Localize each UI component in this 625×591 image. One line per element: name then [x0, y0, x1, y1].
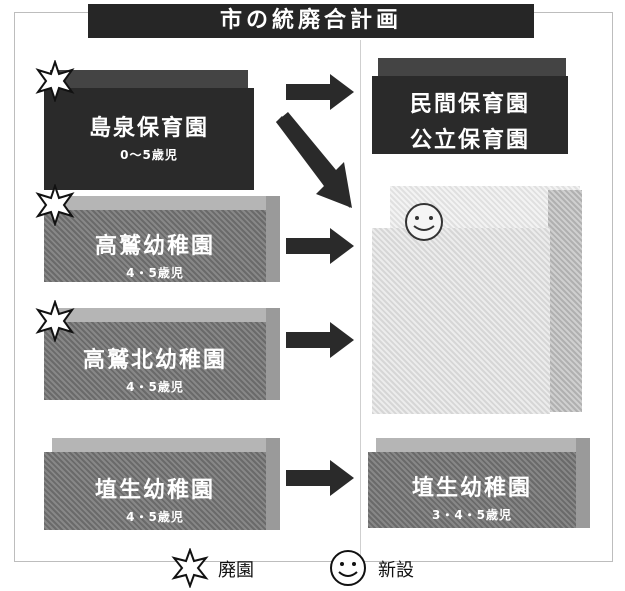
box-side-face	[576, 438, 590, 528]
takawashi-kindergarten-box: 高鷲幼稚園 4・5歳児	[44, 210, 266, 282]
shimaizumi-ages: 0～5歳児	[120, 148, 178, 162]
box-side-face	[266, 308, 280, 400]
right-arrow-icon	[286, 460, 354, 496]
right-arrow-icon	[286, 228, 354, 264]
right-arrow-icon	[286, 322, 354, 358]
box-top-face	[52, 438, 266, 454]
hanyu-new-kindergarten-box: 埴生幼稚園 3・4・5歳児	[368, 452, 576, 528]
public-nursery-label: 公立保育園	[409, 128, 530, 153]
cube-side-face	[548, 190, 582, 412]
takawashi-name: 高鷲幼稚園	[94, 234, 215, 259]
box-top-face	[378, 58, 566, 78]
closure-star-icon	[35, 184, 75, 226]
takawashi-ages: 4・5歳児	[126, 266, 184, 280]
legend-closed-label: 廃園	[218, 560, 254, 581]
diagram-title: 市の統廃合計画	[88, 4, 534, 38]
legend-new-label: 新設	[378, 560, 414, 581]
center-divider	[360, 40, 361, 555]
new-facility-cube	[372, 228, 550, 414]
smiley-icon	[330, 550, 366, 586]
hanyu-new-ages: 3・4・5歳児	[431, 508, 513, 522]
box-top-face	[52, 196, 266, 212]
right-arrow-icon	[286, 74, 354, 110]
hanyu-kindergarten-box: 埴生幼稚園 4・5歳児	[44, 452, 266, 530]
box-top-face	[50, 70, 248, 90]
hanyu-ages: 4・5歳児	[126, 510, 184, 524]
shimaizumi-name: 島泉保育園	[88, 116, 209, 141]
legend: 廃園 新設	[150, 548, 480, 588]
box-side-face	[266, 196, 280, 282]
closure-star-icon	[35, 300, 75, 342]
takawashi-kita-name: 高鷲北幼稚園	[82, 348, 227, 373]
box-side-face	[266, 438, 280, 530]
closure-star-icon	[171, 548, 209, 588]
smiley-icon	[405, 203, 443, 241]
box-top-face	[52, 308, 266, 324]
hanyu-new-name: 埴生幼稚園	[411, 476, 532, 501]
closure-star-icon	[35, 60, 75, 102]
private-public-nursery-box: 民間保育園 公立保育園	[372, 76, 568, 154]
private-nursery-label: 民間保育園	[409, 92, 530, 117]
hanyu-name: 埴生幼稚園	[94, 478, 215, 503]
takawashi-kita-ages: 4・5歳児	[126, 380, 184, 394]
diagonal-arrow-icon	[276, 112, 352, 208]
box-top-face	[376, 438, 576, 454]
shimaizumi-nursery-box: 島泉保育園 0～5歳児	[44, 88, 254, 190]
takawashi-kita-kindergarten-box: 高鷲北幼稚園 4・5歳児	[44, 322, 266, 400]
